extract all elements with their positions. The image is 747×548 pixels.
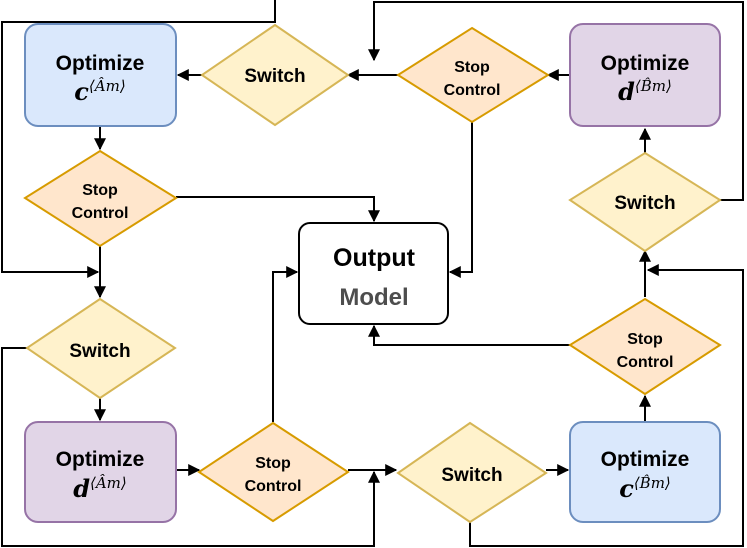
control-label: Control — [72, 205, 129, 222]
optimize-label: Optimize — [56, 448, 145, 471]
edge-stop1-to-output — [176, 196, 380, 223]
optimize-label: Optimize — [601, 448, 690, 471]
stop-control-diamond-right: Stop Control — [568, 297, 722, 396]
output-model-box: Output Model — [298, 222, 449, 325]
edge-stop2-to-output — [448, 122, 473, 278]
edge-switch4-loop-to-switch1 — [368, 1, 744, 201]
math-symbol: c — [74, 77, 89, 106]
switch-diamond-top: Switch — [200, 23, 350, 127]
optimize-label: Optimize — [56, 52, 145, 75]
edge-stop4-to-output — [368, 324, 570, 346]
stop-control-diamond-bottom: Stop Control — [197, 421, 350, 523]
stop-label: Stop — [82, 182, 118, 199]
stop-control-diamond-left: Stop Control — [23, 149, 178, 248]
switch-label: Switch — [244, 66, 305, 87]
edge-stop3-to-output — [272, 266, 299, 422]
switch-diamond-bottom: Switch — [396, 421, 548, 524]
optimize-d-A-box: Optimize d⟨Âm⟩ — [24, 421, 177, 523]
optimize-d-B-box: Optimize d⟨B̂m⟩ — [569, 23, 721, 127]
optimize-label: Optimize — [601, 52, 690, 75]
edge-switch3-loop-to-switch2 — [1, 347, 380, 547]
math-superscript: ⟨B̂m⟩ — [634, 474, 671, 492]
math-superscript: ⟨B̂m⟩ — [635, 77, 672, 95]
math-superscript: ⟨Âm⟩ — [89, 77, 126, 95]
stop-label: Stop — [627, 331, 663, 348]
svg-text:c⟨Âm⟩: c⟨Âm⟩ — [74, 77, 125, 106]
stop-label: Stop — [255, 455, 291, 472]
switch-label: Switch — [614, 193, 675, 214]
svg-text:d⟨Âm⟩: d⟨Âm⟩ — [73, 474, 127, 503]
control-label: Control — [245, 478, 302, 495]
svg-text:c⟨B̂m⟩: c⟨B̂m⟩ — [619, 474, 671, 503]
control-label: Control — [617, 354, 674, 371]
math-superscript: ⟨Âm⟩ — [90, 474, 127, 492]
math-symbol: d — [618, 77, 635, 106]
optimize-c-A-box: Optimize c⟨Âm⟩ — [24, 23, 177, 127]
stop-label: Stop — [454, 59, 490, 76]
output-label: Output — [333, 244, 416, 272]
model-label: Model — [339, 284, 408, 311]
switch-diamond-left: Switch — [25, 297, 177, 400]
math-symbol: d — [73, 474, 90, 503]
switch-label: Switch — [69, 341, 130, 362]
svg-text:d⟨B̂m⟩: d⟨B̂m⟩ — [618, 77, 672, 106]
control-label: Control — [444, 82, 501, 99]
edge-switch2-loop-to-switch4 — [469, 264, 744, 547]
edge-switch1-loop-to-switch3 — [1, 0, 276, 278]
switch-diamond-right: Switch — [568, 151, 722, 253]
stop-control-diamond-top: Stop Control — [396, 26, 550, 124]
optimize-c-B-box: Optimize c⟨B̂m⟩ — [569, 421, 721, 523]
switch-label: Switch — [441, 465, 502, 486]
math-symbol: c — [619, 474, 634, 503]
